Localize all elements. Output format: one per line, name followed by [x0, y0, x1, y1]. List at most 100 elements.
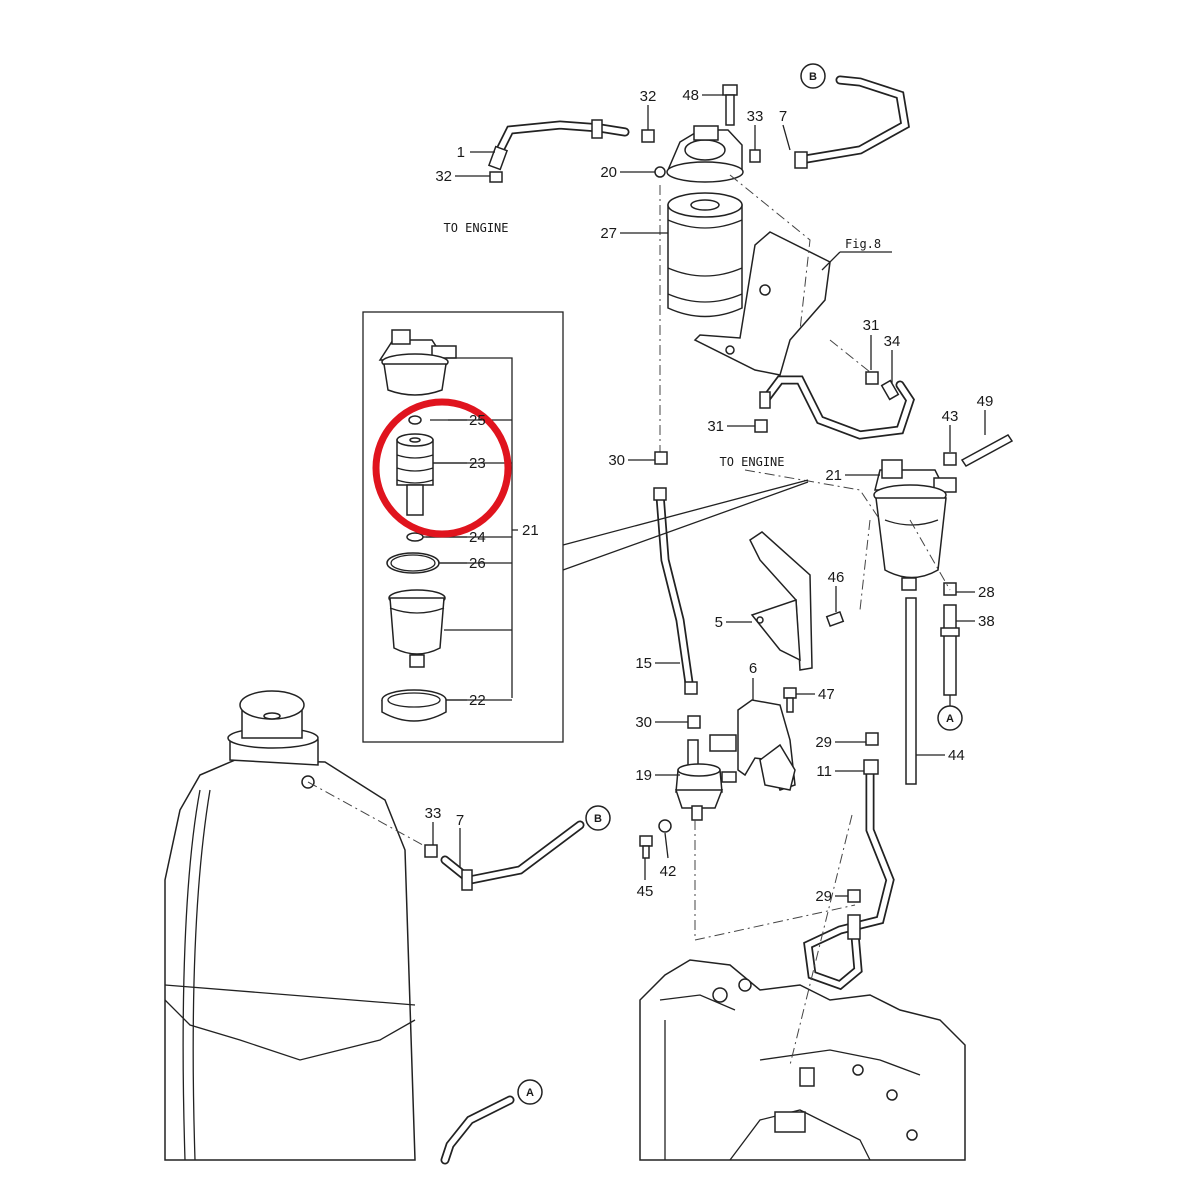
- tank-leader-dash: [307, 781, 433, 851]
- nut-33-lower: [424, 844, 438, 858]
- label-45: 45: [637, 883, 654, 900]
- bolt-49: [960, 434, 1014, 467]
- hose-b-top: [794, 75, 910, 169]
- hose-1: [487, 119, 630, 171]
- label-42: 42: [660, 863, 677, 880]
- svg-text:A: A: [946, 713, 954, 725]
- label-29-b: 29: [815, 888, 832, 905]
- inset-oring-26: [386, 552, 440, 574]
- filter-head-20: [654, 125, 744, 183]
- inset-bowl: [388, 589, 446, 668]
- nut-31-b: [754, 419, 768, 433]
- label-48: 48: [682, 87, 699, 104]
- label-5: 5: [715, 614, 723, 631]
- nut-30-a: [654, 451, 668, 465]
- label-46: 46: [828, 569, 845, 586]
- hose-7-lower: [440, 820, 585, 891]
- svg-text:B: B: [594, 813, 602, 825]
- svg-text:B: B: [809, 71, 817, 83]
- inset-element-23: [396, 433, 434, 516]
- label-34: 34: [884, 333, 901, 350]
- connector-a-lower: A: [517, 1079, 543, 1105]
- label-21: 21: [825, 467, 842, 484]
- separator-down-dash: [859, 519, 871, 611]
- nut-43: [943, 452, 957, 466]
- connector-b-lower: B: [585, 805, 611, 831]
- engine-block: [639, 959, 966, 1161]
- pipe-38: [940, 604, 960, 696]
- nut-29-b: [847, 889, 861, 903]
- bracket-dash: [729, 174, 811, 331]
- washer-42: [658, 819, 672, 833]
- label-30-a: 30: [608, 452, 625, 469]
- label-28: 28: [978, 584, 995, 601]
- nut-31-a: [865, 371, 879, 385]
- inset-exploded-view: [362, 311, 809, 743]
- pipe-44: [905, 597, 917, 785]
- label-44: 44: [948, 747, 965, 764]
- bracket5-dash: [744, 469, 881, 521]
- label-23: 23: [469, 455, 486, 472]
- inset-seal-24: [406, 532, 424, 542]
- label-26: 26: [469, 555, 486, 572]
- label-31-a: 31: [863, 317, 880, 334]
- connector-b-top: B: [800, 63, 826, 89]
- label-15: 15: [635, 655, 652, 672]
- bolt-45: [639, 835, 653, 859]
- label-47: 47: [818, 686, 835, 703]
- label-7-top: 7: [779, 108, 787, 125]
- label-24: 24: [469, 529, 486, 546]
- label-6: 6: [749, 660, 757, 677]
- hose-to-engine-right: [759, 375, 915, 440]
- pump-dash: [694, 820, 856, 941]
- nut-32-top: [641, 129, 655, 143]
- highlight-circle: [372, 398, 512, 538]
- label-49: 49: [977, 393, 994, 410]
- label-33-lower: 33: [425, 805, 442, 822]
- svg-text:A: A: [526, 1087, 534, 1099]
- inset-bracket-lines: [423, 357, 518, 701]
- label-27: 27: [600, 225, 617, 242]
- bracket-6: [709, 699, 796, 791]
- inset-pointer: [562, 479, 809, 571]
- label-43: 43: [942, 408, 959, 425]
- bolt-47: [783, 687, 797, 713]
- nut-29-a: [865, 732, 879, 746]
- water-separator-21: [873, 459, 957, 591]
- inset-oring-25: [408, 415, 422, 425]
- connector-a-right: A: [937, 695, 963, 731]
- inset-head: [378, 329, 457, 396]
- hose-11: [803, 759, 895, 991]
- inset-frame: [362, 311, 564, 743]
- bolt-dash: [829, 339, 876, 377]
- nut-30-b: [687, 715, 701, 729]
- label-21-inset: 21: [522, 522, 539, 539]
- label-32-top: 32: [640, 88, 657, 105]
- fuel-filter-27: [667, 192, 743, 318]
- hose-15: [653, 487, 698, 695]
- bracket-5: [749, 531, 813, 671]
- label-29-a: 29: [815, 734, 832, 751]
- label-19: 19: [635, 767, 652, 784]
- fuel-tank: [164, 690, 416, 1161]
- label-22: 22: [469, 692, 486, 709]
- nut-32-left: [489, 171, 503, 183]
- nut-28: [943, 582, 957, 596]
- inset-ring-nut-22: [381, 689, 447, 722]
- to-engine-note-left: TO ENGINE: [443, 221, 508, 235]
- label-38: 38: [978, 613, 995, 630]
- nut-33-top: [749, 149, 761, 163]
- label-31-b: 31: [707, 418, 724, 435]
- label-25: 25: [469, 412, 486, 429]
- label-11: 11: [816, 763, 832, 780]
- fig-ref-note: Fig.8: [845, 237, 881, 251]
- hose11-dash: [789, 814, 853, 1066]
- leader-lines: [432, 94, 986, 897]
- label-33-top: 33: [747, 108, 764, 125]
- label-30-b: 30: [635, 714, 652, 731]
- part-labels: 1 5 6 7 7 11 15 19 20 21 21 22 23 24 25 …: [425, 87, 995, 905]
- label-20: 20: [600, 164, 617, 181]
- to-engine-note-right: TO ENGINE: [719, 455, 784, 469]
- bolt-48: [722, 84, 738, 126]
